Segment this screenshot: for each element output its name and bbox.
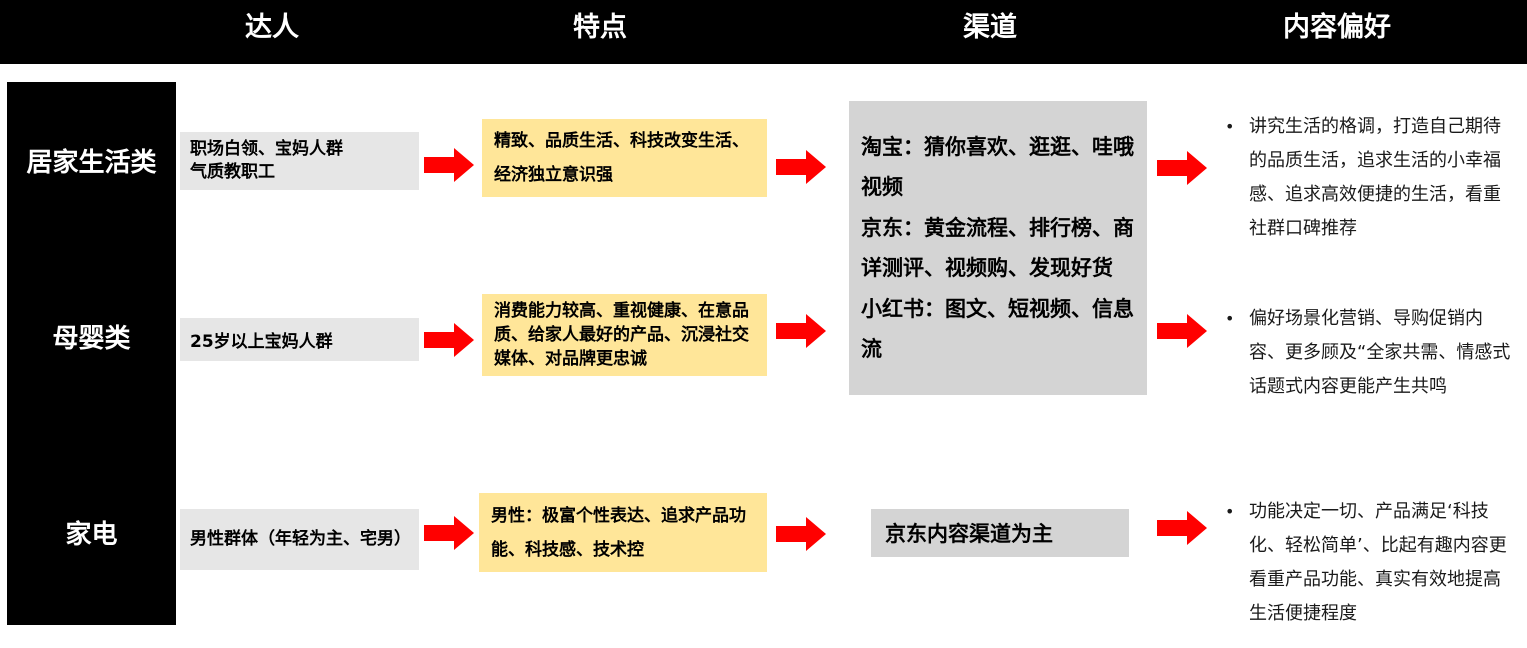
header-traits: 特点	[573, 12, 627, 43]
category-appliance: 家电	[65, 520, 118, 550]
preference-appliance: • 功能决定一切、产品满足‘科技化、轻松简单’、比起有趣内容更看重产品功能、真实…	[1225, 495, 1515, 631]
preference-home-living: • 讲究生活的格调，打造自己期待的品质生活，追求生活的小幸福感、追求高效便捷的生…	[1225, 110, 1515, 246]
audience-text: 25岁以上宝妈人群	[190, 332, 333, 352]
preference-maternity: • 偏好场景化营销、导购促销内容、更多顾及“全家共需、情感式话题式内容更能产生共…	[1225, 302, 1515, 404]
category-maternity: 母婴类	[52, 324, 131, 354]
bullet-icon: •	[1225, 117, 1235, 136]
arrow-right-icon	[776, 314, 826, 348]
category-home-living: 居家生活类	[26, 148, 157, 178]
bullet-icon: •	[1225, 502, 1235, 521]
arrow-right-icon	[424, 516, 474, 550]
traits-text: 消费能力较高、重视健康、在意品质、给家人最好的产品、沉浸社交媒体、对品牌更忠诚	[494, 301, 749, 369]
category-column: 居家生活类 母婴类 家电	[7, 82, 176, 625]
preference-text: 功能决定一切、产品满足‘科技化、轻松简单’、比起有趣内容更看重产品功能、真实有效…	[1249, 501, 1507, 624]
traits-box-appliance: 男性：极富个性表达、追求产品功能、科技感、技术控	[479, 493, 767, 572]
channels-box-shared: 淘宝：猜你喜欢、逛逛、哇哦视频 京东：黄金流程、排行榜、商详测评、视频购、发现好…	[849, 101, 1147, 395]
audience-box-appliance: 男性群体（年轻为主、宅男）	[180, 509, 419, 570]
preference-text: 偏好场景化营销、导购促销内容、更多顾及“全家共需、情感式话题式内容更能产生共鸣	[1249, 308, 1511, 397]
traits-box-maternity: 消费能力较高、重视健康、在意品质、给家人最好的产品、沉浸社交媒体、对品牌更忠诚	[482, 294, 767, 376]
channels-text: 京东内容渠道为主	[885, 522, 1053, 546]
arrow-right-icon	[1157, 314, 1207, 348]
header-channels: 渠道	[963, 12, 1017, 43]
arrow-right-icon	[424, 148, 474, 182]
audience-text: 男性群体（年轻为主、宅男）	[190, 529, 411, 549]
header-bar	[0, 0, 1527, 64]
arrow-right-icon	[1157, 151, 1207, 185]
audience-text: 职场白领、宝妈人群 气质教职工	[190, 139, 343, 182]
traits-text: 精致、品质生活、科技改变生活、经济独立意识强	[494, 131, 749, 185]
channels-text: 淘宝：猜你喜欢、逛逛、哇哦视频 京东：黄金流程、排行榜、商详测评、视频购、发现好…	[861, 134, 1134, 362]
channels-box-appliance: 京东内容渠道为主	[871, 509, 1129, 557]
preference-text: 讲究生活的格调，打造自己期待的品质生活，追求生活的小幸福感、追求高效便捷的生活，…	[1249, 116, 1501, 239]
header-content-preference: 内容偏好	[1283, 12, 1391, 43]
arrow-right-icon	[1157, 511, 1207, 545]
audience-box-home-living: 职场白领、宝妈人群 气质教职工	[180, 132, 419, 190]
audience-box-maternity: 25岁以上宝妈人群	[180, 318, 419, 361]
arrow-right-icon	[776, 517, 826, 551]
arrow-right-icon	[776, 150, 826, 184]
header-influencer: 达人	[245, 12, 299, 43]
arrow-right-icon	[424, 323, 474, 357]
traits-text: 男性：极富个性表达、追求产品功能、科技感、技术控	[491, 505, 746, 560]
traits-box-home-living: 精致、品质生活、科技改变生活、经济独立意识强	[482, 119, 767, 197]
bullet-icon: •	[1225, 309, 1235, 328]
